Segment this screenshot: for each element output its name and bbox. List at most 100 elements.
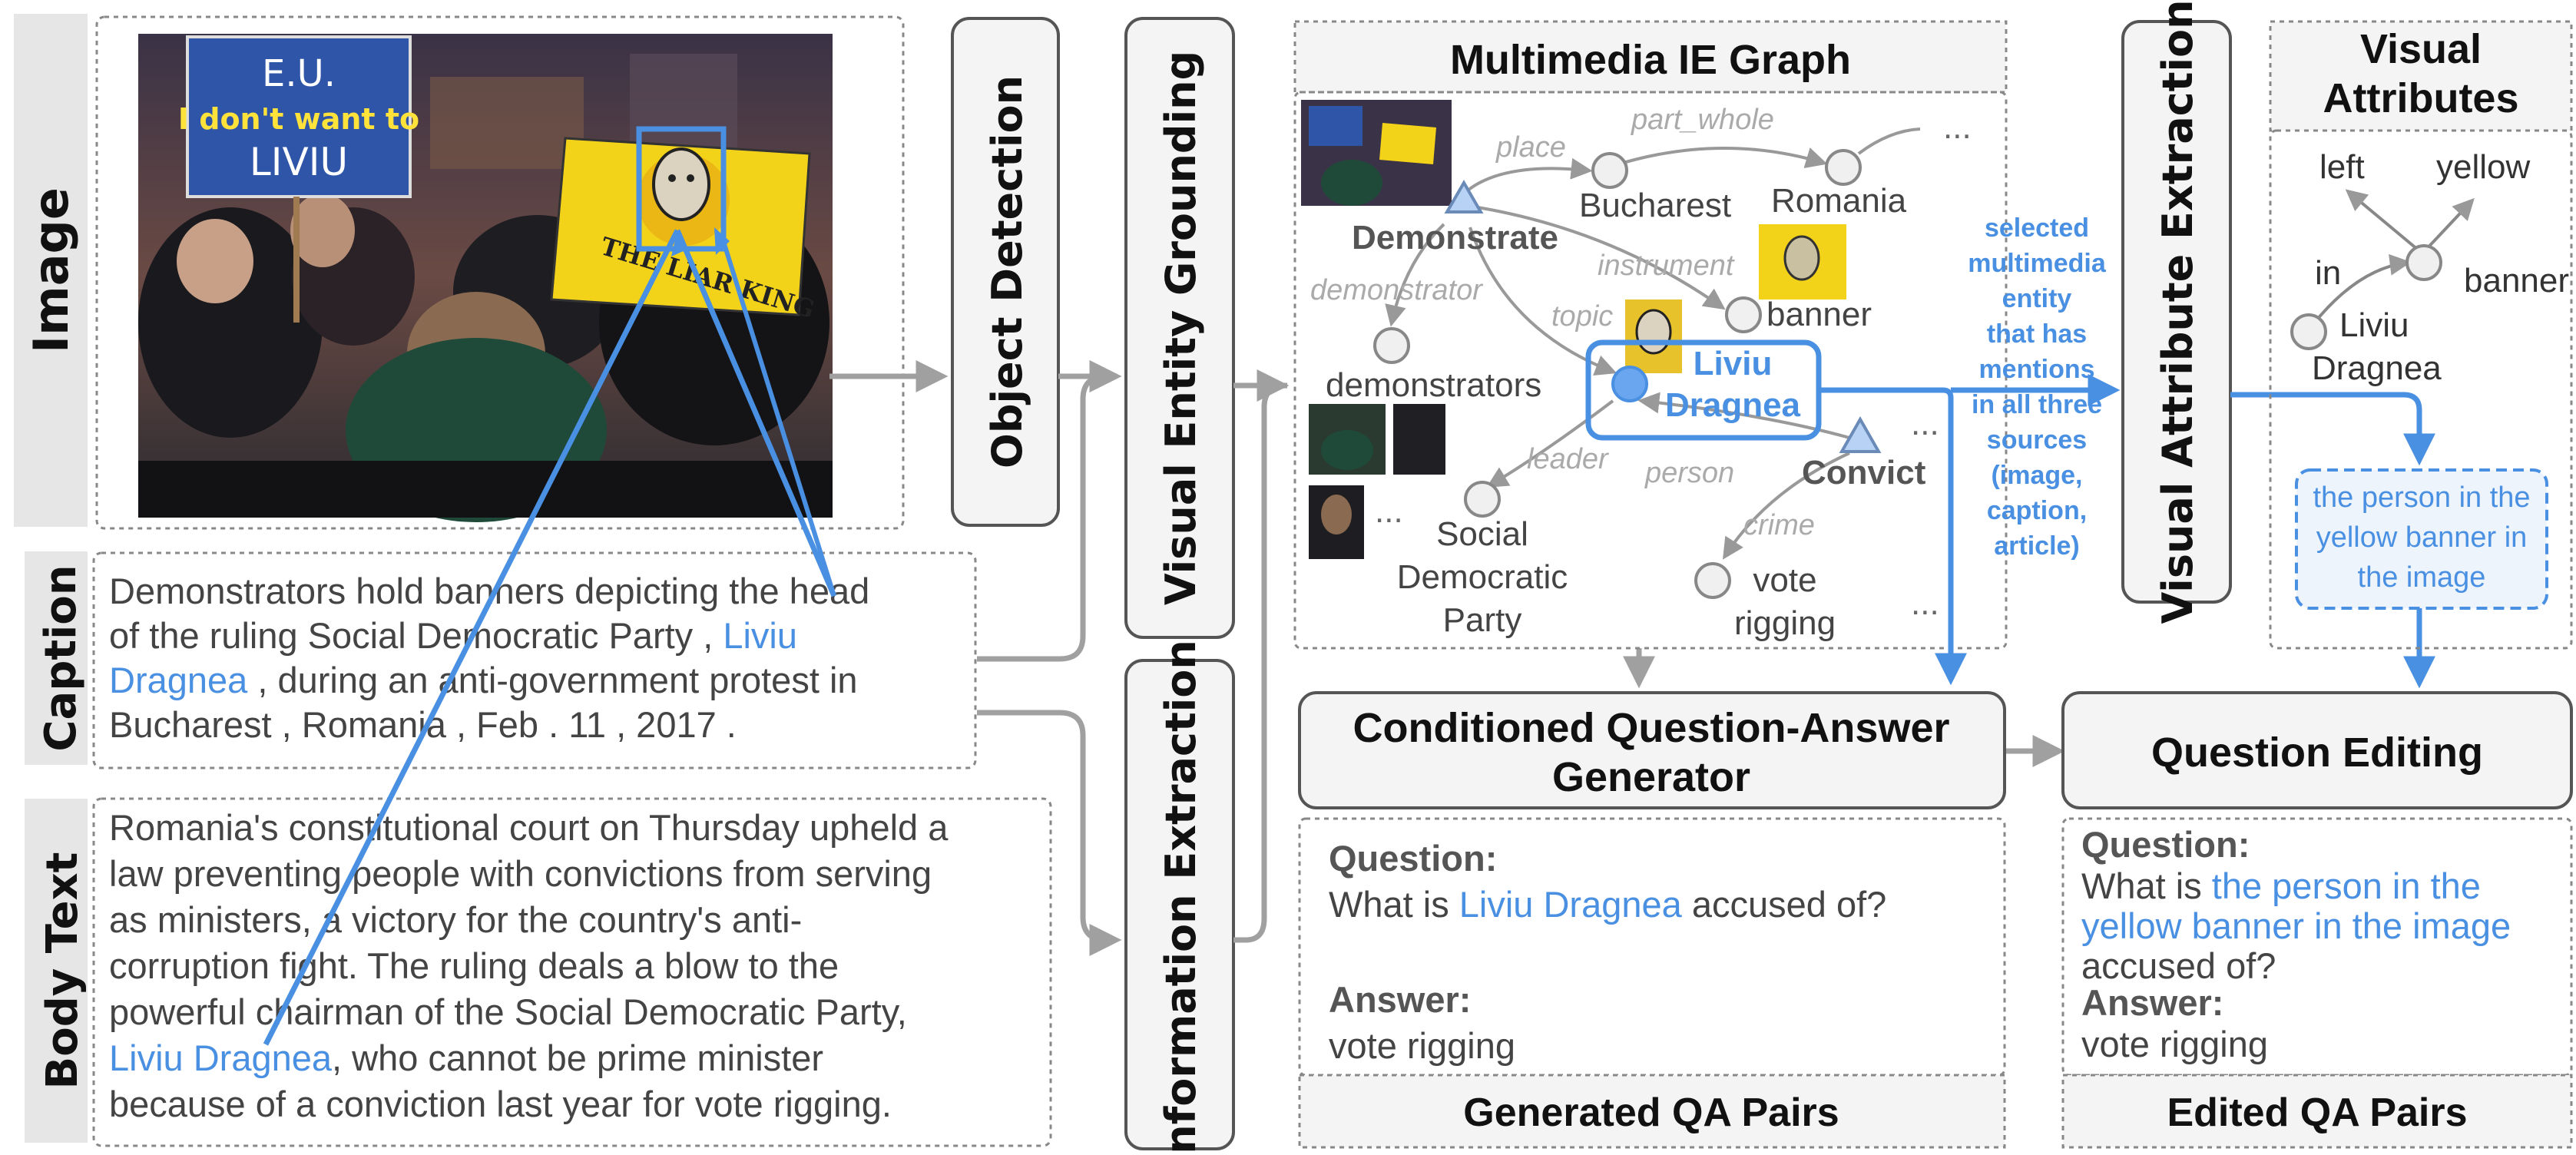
blue-connectors	[1819, 374, 2435, 689]
edited-question-line: yellow banner in the image	[2081, 905, 2511, 946]
liviu-label-2: Dragnea	[1665, 386, 1801, 424]
selected-note-line: that has	[1987, 319, 2087, 349]
body-line: because of a conviction last year for vo…	[109, 1084, 892, 1124]
grounding-line-body	[263, 229, 680, 1046]
qa-generator-label-1: Conditioned Question-Answer	[1353, 705, 1950, 751]
question-editing-box: Question Editing	[2061, 691, 2573, 809]
caption-side-label: Caption	[25, 551, 88, 765]
ellipsis-4: ...	[1911, 584, 1939, 622]
ie-graph: Demonstrate Convict Bucharest Romania ba…	[1301, 100, 1972, 642]
attr-liviu-2: Dragnea	[2312, 349, 2442, 387]
object-detection-box: Object Detection	[951, 17, 1060, 527]
social-label-1: Social	[1436, 515, 1528, 553]
ie-graph-title: Multimedia IE Graph	[1450, 37, 1851, 83]
sign-line-3: LIVIU	[250, 140, 348, 184]
information-extraction-label: Information Extraction	[1157, 640, 1205, 1155]
body-text-side-label-text: Body Text	[38, 852, 88, 1090]
selected-note-line: (image,	[1991, 461, 2082, 490]
image-box	[95, 15, 905, 530]
ie-graph-title-box	[1293, 20, 2008, 94]
sign-line-1: E.U.	[262, 52, 336, 95]
edited-question-line: What is the person in the	[2081, 865, 2481, 906]
attr-yellow: yellow	[2436, 148, 2530, 186]
edge-crime: crime	[1743, 509, 1815, 541]
attributes-title-1: Visual	[2360, 26, 2482, 72]
attr-left: left	[2319, 148, 2365, 186]
liviu-label-1: Liviu	[1694, 345, 1773, 382]
generated-qa-content: Question:What is Liviu Dragnea accused o…	[1329, 838, 1886, 1066]
visual-entity-grounding-label: Visual Entity Grounding	[1157, 51, 1205, 605]
edge-demonstrator: demonstrator	[1310, 274, 1483, 306]
banner-label: banner	[1766, 296, 1872, 333]
attr-phrase-3: the image	[2358, 561, 2486, 594]
vote-label-2: rigging	[1734, 604, 1836, 642]
body-line: Liviu Dragnea, who cannot be prime minis…	[109, 1038, 823, 1078]
qa-generator-label-2: Generator	[1552, 754, 1750, 800]
information-extraction-box: Information Extraction	[1124, 640, 1235, 1155]
social-label-2: Democratic	[1397, 558, 1568, 596]
attributes-title-2: Attributes	[2323, 75, 2519, 121]
romania-label: Romania	[1771, 182, 1907, 220]
body-line: as ministers, a victory for the country'…	[109, 899, 802, 940]
body-text-box	[92, 797, 1052, 1147]
edited-answer-label: Answer:	[2081, 982, 2223, 1023]
liviu-node	[1611, 366, 1648, 402]
edge-topic: topic	[1551, 300, 1613, 333]
convict-event	[1839, 415, 1882, 453]
attr-phrase-1: the person in the	[2313, 482, 2530, 514]
demonstrate-label: Demonstrate	[1352, 219, 1558, 256]
caption-line: of the ruling Social Democratic Party , …	[109, 615, 797, 656]
gray-connectors	[829, 360, 2065, 956]
selected-note-line: caption,	[1987, 496, 2087, 525]
object-detection-label: Object Detection	[983, 75, 1031, 468]
selected-note-line: multimedia	[1968, 249, 2107, 278]
selected-entity-note: selected multimedia entity that has mentions…	[1968, 213, 2107, 561]
caption-line: Dragnea , during an anti-government prot…	[109, 660, 858, 700]
generated-qa-footer: Generated QA Pairs	[1463, 1090, 1839, 1135]
caption-text: Demonstrators hold banners depicting the…	[109, 571, 869, 745]
attr-phrase-2: yellow banner in	[2316, 521, 2528, 554]
grounding-line-caption	[674, 229, 837, 597]
ie-graph-box	[1293, 91, 2008, 650]
body-line: powerful chairman of the Social Democrat…	[109, 991, 907, 1032]
edge-place: place	[1495, 131, 1566, 164]
image-side-label-text: Image	[23, 187, 79, 353]
edge-person: person	[1644, 457, 1734, 489]
caption-side-label-text: Caption	[36, 564, 86, 751]
social-label-3: Party	[1443, 601, 1522, 639]
image-side-label: Image	[14, 14, 88, 527]
sign-line-2: I don't want to	[178, 102, 419, 136]
question-editing-label: Question Editing	[2151, 730, 2483, 776]
selected-note-line: in all three	[1972, 390, 2102, 419]
attr-banner: banner	[2464, 262, 2569, 300]
attr-in: in	[2315, 254, 2341, 292]
selected-note-line: entity	[2002, 284, 2072, 313]
graph-thumb-demonstrators	[1309, 404, 1445, 559]
generated-question-label: Question:	[1329, 838, 1497, 879]
body-line: corruption fight. The ruling deals a blo…	[109, 945, 839, 986]
generated-answer-label: Answer:	[1329, 979, 1471, 1020]
edited-answer-text: vote rigging	[2081, 1024, 2268, 1064]
edge-instrument: instrument	[1598, 250, 1735, 282]
bucharest-label: Bucharest	[1579, 187, 1731, 224]
edited-qa-content: Question:What is the person in theyellow…	[2081, 824, 2511, 1064]
ellipsis-1: ...	[1943, 108, 1972, 146]
body-line: Romania's constitutional court on Thursd…	[109, 807, 949, 848]
qa-generator-box: Conditioned Question-Answer Generator	[1298, 691, 2006, 809]
graph-thumb-protest	[1301, 100, 1452, 206]
visual-attribute-extraction-box: Visual Attribute Extraction	[2121, 0, 2232, 624]
body-text: Romania's constitutional court on Thursd…	[109, 807, 949, 1124]
selected-note-line: mentions	[1978, 355, 2094, 384]
selected-note-line: selected	[1985, 213, 2089, 243]
attributes-title-box	[2269, 20, 2573, 132]
ellipsis-3: ...	[1375, 492, 1403, 530]
vote-label-1: vote	[1753, 561, 1816, 599]
attributes-box	[2269, 129, 2573, 650]
selected-note-line: sources	[1987, 425, 2087, 455]
generated-answer-text: vote rigging	[1329, 1025, 1515, 1066]
caption-box	[92, 551, 977, 769]
attribute-graph: left yellow in banner Liviu Dragnea	[2290, 148, 2569, 387]
edge-leader: leader	[1527, 443, 1609, 475]
edited-qa-footer: Edited QA Pairs	[2167, 1090, 2467, 1135]
